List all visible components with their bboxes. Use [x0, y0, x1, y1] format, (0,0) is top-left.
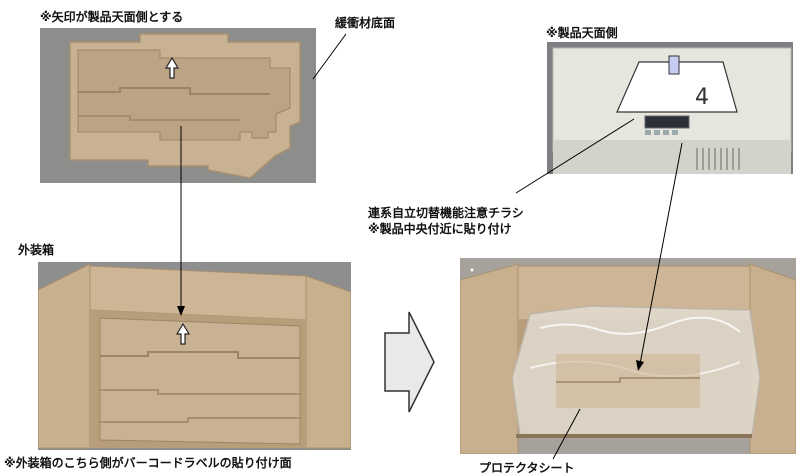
control-display: [644, 115, 690, 129]
protector-sheet-label: プロテクタシート: [479, 461, 575, 475]
product-top-photo: 4: [547, 42, 793, 174]
flyer-tape: [668, 55, 680, 75]
product-top-side-label: ※製品天面側: [546, 26, 618, 40]
cushion-bottom-label: 緩衝材底面: [335, 16, 396, 30]
barcode-side-note: ※外装箱のこちら側がバーコードラベルの貼り付け面: [4, 456, 292, 470]
flyer-label-line2: ※製品中央付近に貼り付け: [368, 222, 512, 236]
outer-box-label: 外装箱: [18, 243, 55, 257]
packed-box-photo: [460, 258, 796, 454]
outer-box-photo: [38, 262, 351, 450]
up-arrow-mark-small-icon: [175, 322, 191, 345]
cushion-leader-line: [312, 33, 347, 80]
up-arrow-mark-icon: [164, 56, 180, 79]
flyer-handwritten-mark: 4: [695, 85, 709, 110]
process-arrow-icon: [384, 311, 435, 413]
flyer-label-line1: 連系自立切替機能注意チラシ: [368, 206, 524, 220]
arrow-orientation-note: ※矢印が製品天面側とする: [40, 10, 184, 24]
cushion-bottom-photo: [40, 28, 316, 183]
caution-flyer: [616, 61, 738, 113]
